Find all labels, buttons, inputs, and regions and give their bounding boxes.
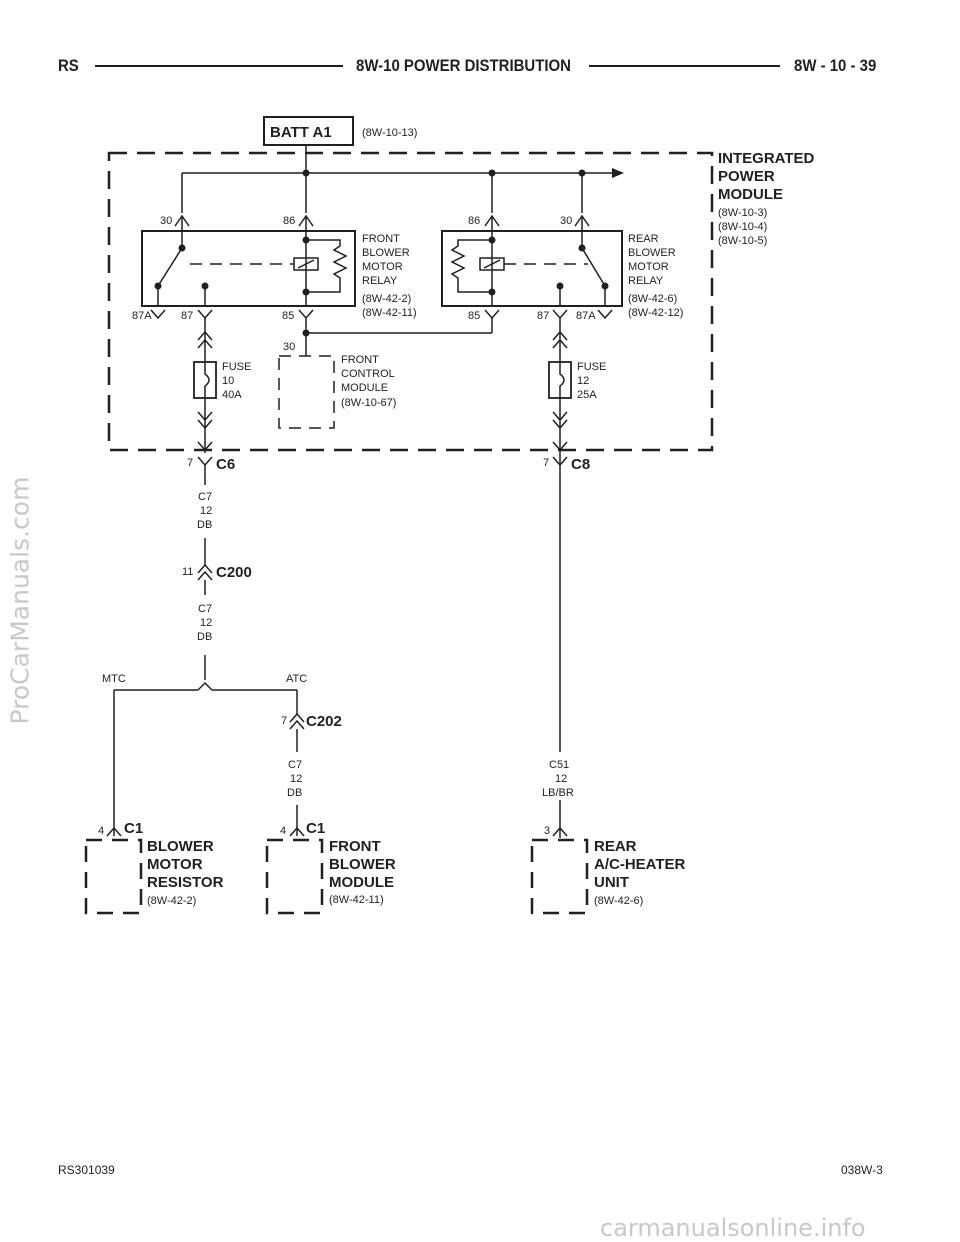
bmr-ref: (8W-42-2) xyxy=(147,895,196,907)
fcm-label-3: MODULE xyxy=(341,382,388,394)
wire4-circuit: C51 xyxy=(549,759,569,771)
front-relay-label-2: BLOWER xyxy=(362,247,410,259)
rear-relay-box xyxy=(441,230,623,307)
ipm-label-1: INTEGRATED xyxy=(718,150,815,167)
rear-relay-ref-2: (8W-42-12) xyxy=(628,307,683,319)
fuse10-label-1: FUSE xyxy=(222,361,251,373)
fcm-pin: 30 xyxy=(283,341,295,353)
fuse12-label-1: FUSE xyxy=(577,361,606,373)
ipm-ref-1: (8W-10-3) xyxy=(718,207,767,219)
wire2-gauge: 12 xyxy=(200,617,212,629)
front-relay-label-4: RELAY xyxy=(362,275,398,287)
front-relay-pin-87a: 87A xyxy=(132,310,152,322)
option-split xyxy=(113,681,298,836)
fcm-label-4: (8W-10-67) xyxy=(341,397,396,409)
front-relay-pin-30: 30 xyxy=(160,215,172,227)
ipm-label-3: MODULE xyxy=(718,186,783,203)
bmr-box xyxy=(84,838,143,915)
fbm-label-2: BLOWER xyxy=(329,856,396,873)
footer-right: 038W-3 xyxy=(841,1163,883,1177)
header-left: RS xyxy=(58,56,79,75)
bmr-conn: C1 xyxy=(124,820,143,837)
rear-relay-pin-30: 30 xyxy=(560,215,572,227)
rear-relay-internals xyxy=(450,231,606,306)
bottom-watermark: carmanualsonline.info xyxy=(600,1214,866,1242)
front-relay-pin-86: 86 xyxy=(283,215,295,227)
fcm-box xyxy=(278,355,335,429)
c8-name: C8 xyxy=(571,456,590,473)
fbm-pin: 4 xyxy=(280,825,286,837)
side-watermark: ProCarManuals.com xyxy=(5,476,35,725)
fuse12-label-3: 25A xyxy=(577,389,597,401)
c202-pin: 7 xyxy=(281,715,287,727)
front-relay-ref-2: (8W-42-11) xyxy=(362,307,417,319)
wire1-gauge: 12 xyxy=(200,505,212,517)
wire4-color: LB/BR xyxy=(542,787,574,799)
fcm-label-1: FRONT xyxy=(341,354,379,366)
c8-pin: 7 xyxy=(543,457,549,469)
bmr-label-1: BLOWER xyxy=(147,838,214,855)
c200-pin: 11 xyxy=(182,566,193,578)
header-right: 8W - 10 - 39 xyxy=(794,56,877,75)
split-mtc: MTC xyxy=(102,673,126,685)
rach-label-1: REAR xyxy=(594,838,637,855)
batt-label: BATT A1 xyxy=(270,124,332,141)
wire2-color: DB xyxy=(197,631,212,643)
rear-relay-label-3: MOTOR xyxy=(628,261,669,273)
bmr-pin: 4 xyxy=(98,825,104,837)
rear-relay-pin-87: 87 xyxy=(537,310,549,322)
rear-relay-pin-87a: 87A xyxy=(576,310,596,322)
front-relay-label-1: FRONT xyxy=(362,233,400,245)
ipm-label-2: POWER xyxy=(718,168,775,185)
batt-box xyxy=(263,116,354,146)
fcm-label-2: CONTROL xyxy=(341,368,395,380)
rear-relay-ref-1: (8W-42-6) xyxy=(628,293,677,305)
wire2-circuit: C7 xyxy=(198,603,212,615)
fbm-label-3: MODULE xyxy=(329,874,394,891)
wire1-circuit: C7 xyxy=(198,491,212,503)
fuse10-label-2: 10 xyxy=(222,375,234,387)
split-atc: ATC xyxy=(286,673,307,685)
front-relay-pin-85: 85 xyxy=(282,310,294,322)
fbm-conn: C1 xyxy=(306,820,325,837)
bus-arrow xyxy=(612,168,624,178)
rach-label-2: A/C-HEATER xyxy=(594,856,686,873)
rear-relay-pin-86: 86 xyxy=(468,215,480,227)
c202-name: C202 xyxy=(306,713,342,730)
rear-relay-label-2: BLOWER xyxy=(628,247,676,259)
fbm-label-1: FRONT xyxy=(329,838,381,855)
bmr-label-2: MOTOR xyxy=(147,856,203,873)
fbm-ref: (8W-42-11) xyxy=(329,894,384,906)
rear-relay-pin-85: 85 xyxy=(468,310,480,322)
rear-relay-label-4: RELAY xyxy=(628,275,664,287)
c6-name: C6 xyxy=(216,456,235,473)
front-relay-ref-1: (8W-42-2) xyxy=(362,293,411,305)
rach-ref: (8W-42-6) xyxy=(594,895,643,907)
rear-relay-label-1: REAR xyxy=(628,233,659,245)
rach-label-3: UNIT xyxy=(594,874,629,891)
fuse12-label-2: 12 xyxy=(577,375,589,387)
fuse10-label-3: 40A xyxy=(222,389,242,401)
footer-left: RS301039 xyxy=(58,1163,115,1177)
front-relay-label-3: MOTOR xyxy=(362,261,403,273)
wire3-gauge: 12 xyxy=(290,773,302,785)
wire1-color: DB xyxy=(197,519,212,531)
fbm-box xyxy=(265,838,324,915)
batt-ref: (8W-10-13) xyxy=(362,127,417,139)
front-relay-pin-87: 87 xyxy=(181,310,193,322)
bmr-label-3: RESISTOR xyxy=(147,874,224,891)
rach-pin: 3 xyxy=(544,825,550,837)
c6-pin: 7 xyxy=(187,457,193,469)
ipm-ref-3: (8W-10-5) xyxy=(718,235,767,247)
front-relay-internals xyxy=(157,231,348,306)
ipm-ref-2: (8W-10-4) xyxy=(718,221,767,233)
wire3-circuit: C7 xyxy=(288,759,302,771)
c200-name: C200 xyxy=(216,564,252,581)
front-relay-box xyxy=(141,230,356,307)
rach-box xyxy=(530,838,589,915)
wire4-gauge: 12 xyxy=(555,773,567,785)
page-title: 8W-10 POWER DISTRIBUTION xyxy=(356,56,571,75)
wire3-color: DB xyxy=(287,787,302,799)
